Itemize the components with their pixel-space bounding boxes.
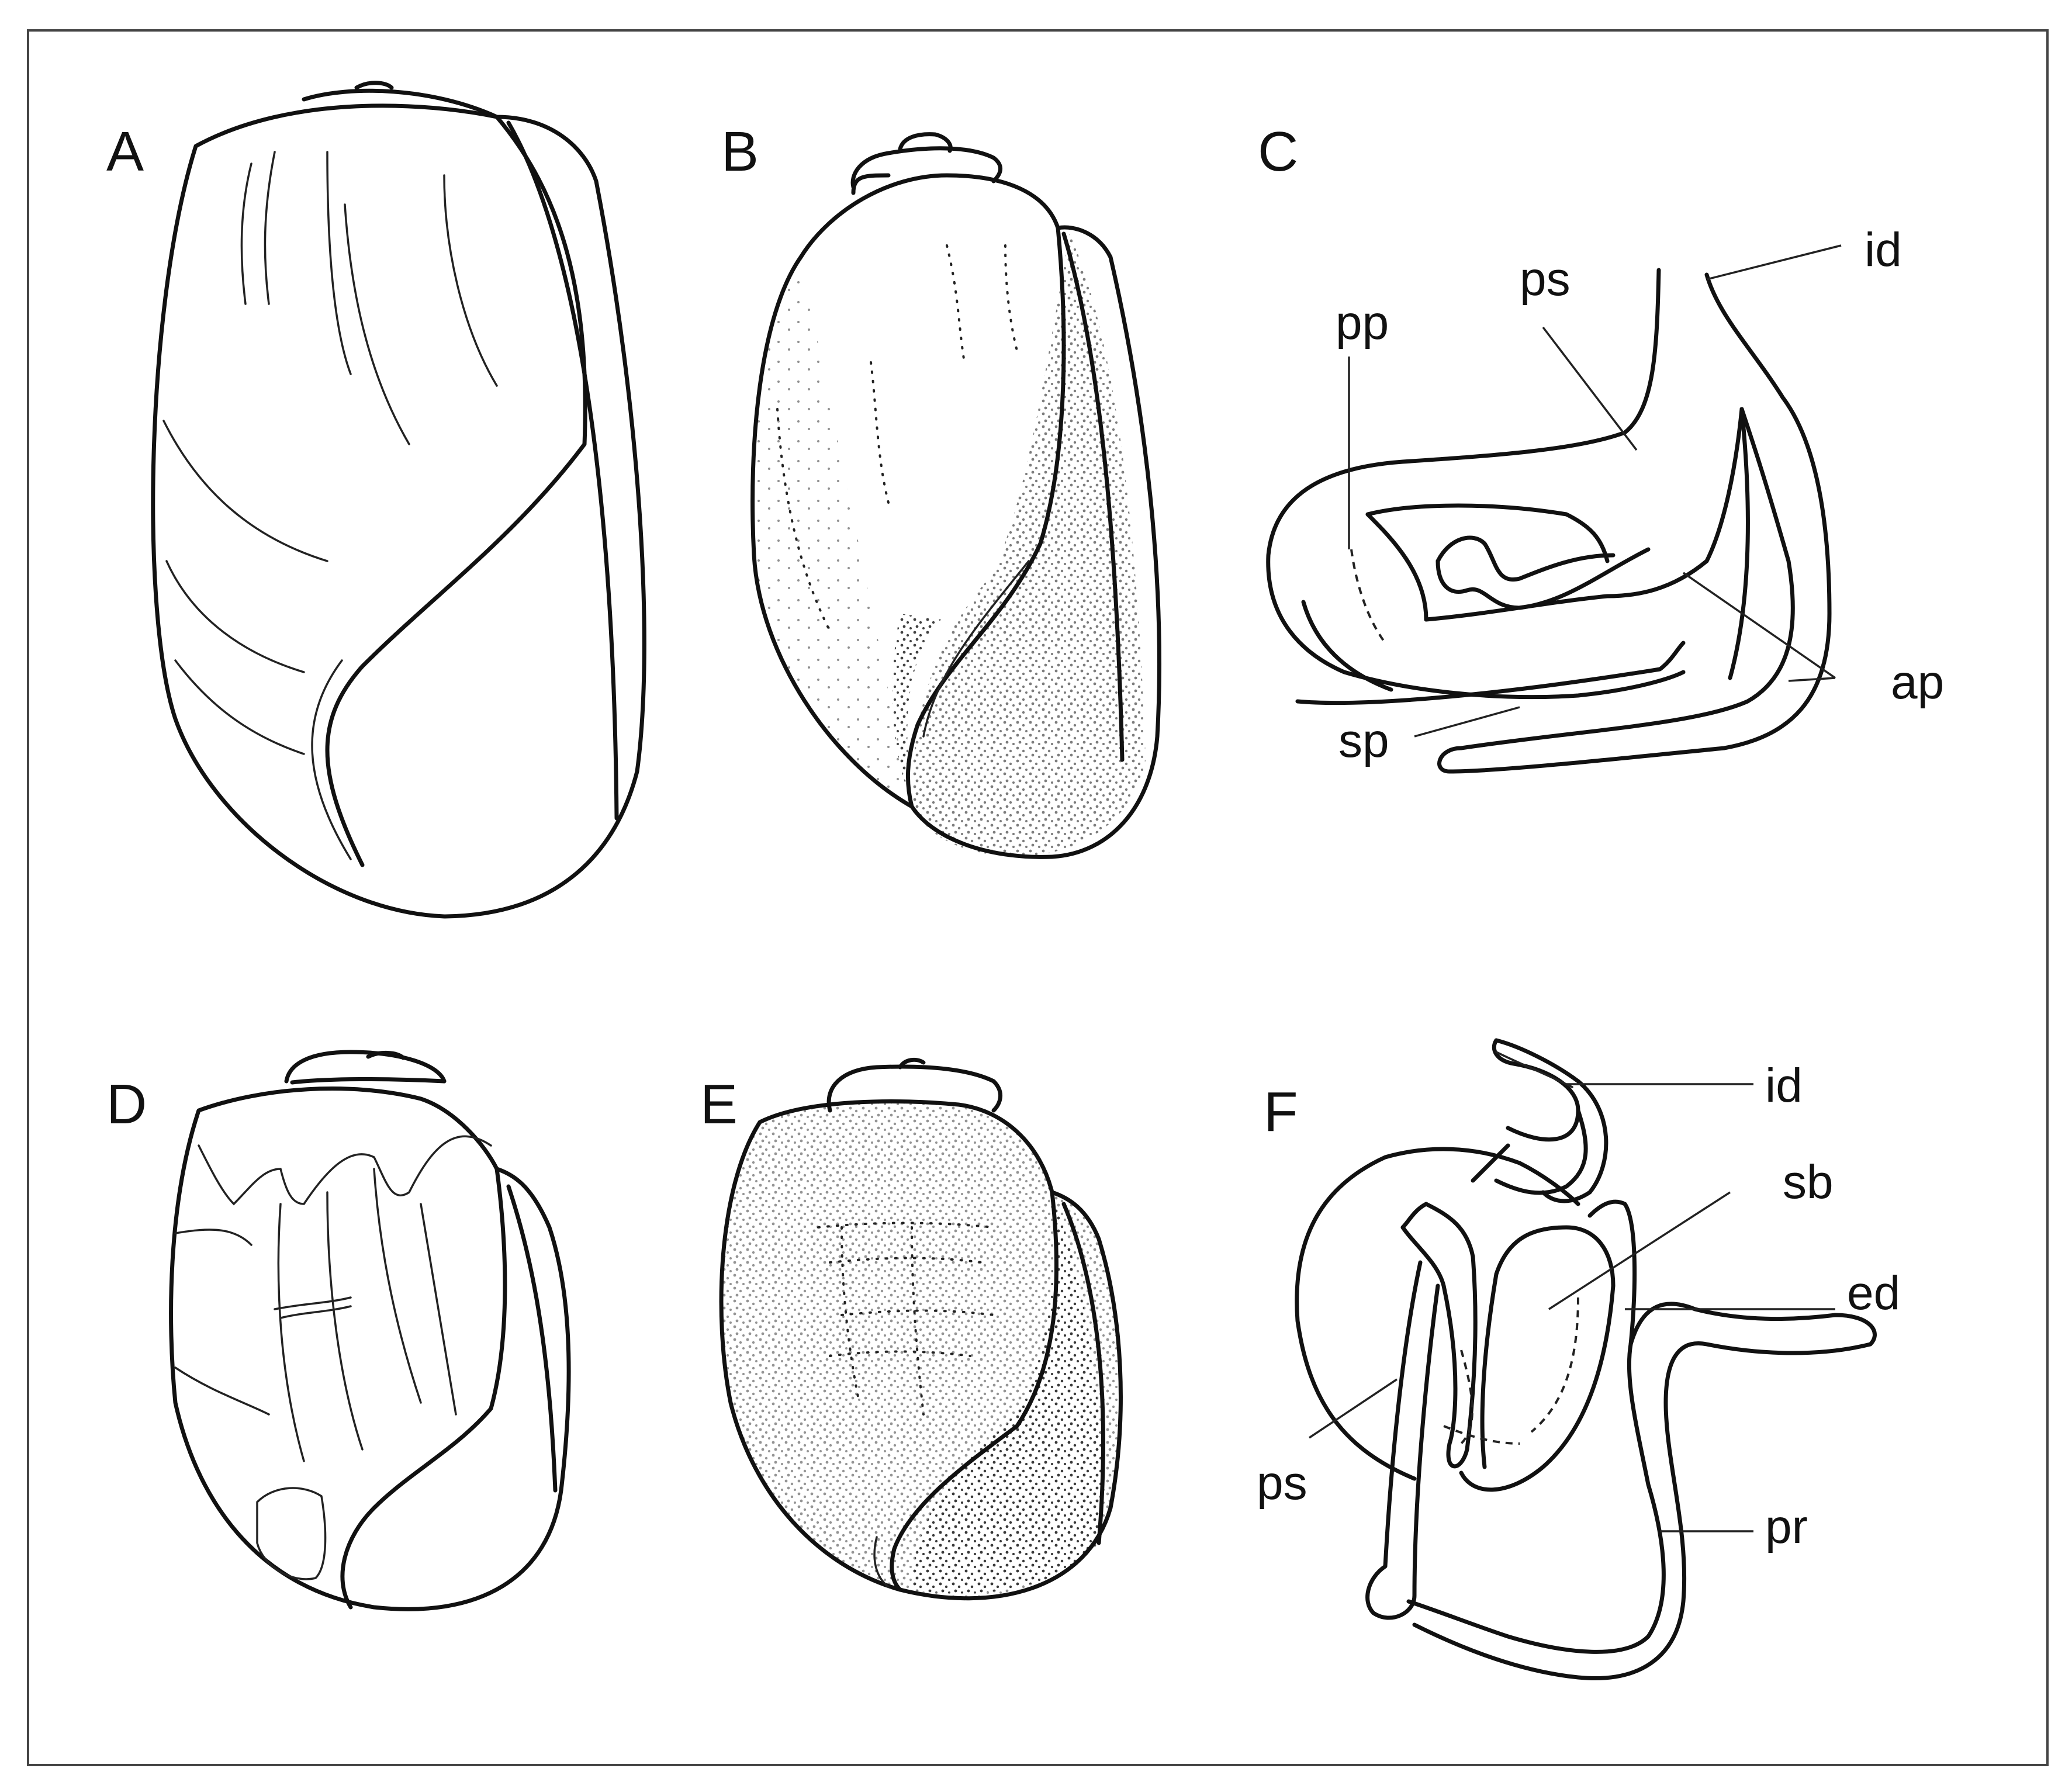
panel-letter-e: E	[700, 1073, 738, 1136]
label-c-ps: ps	[1520, 252, 1571, 306]
label-f-ed: ed	[1847, 1267, 1900, 1320]
shell-drawing-a	[151, 81, 646, 919]
leader-c-sp	[1414, 706, 1520, 738]
leader-f-sb	[1548, 1191, 1731, 1310]
anatomy-diagram-c	[1266, 268, 1832, 774]
plate-frame	[27, 29, 2049, 1766]
panel-letter-a: A	[106, 120, 144, 183]
label-f-pr: pr	[1765, 1500, 1808, 1553]
leader-f-ps	[1309, 1378, 1398, 1439]
shell-drawing-e	[719, 1057, 1123, 1601]
panel-letter-b: B	[721, 120, 759, 183]
leader-c-ap-2	[1788, 677, 1836, 682]
label-c-ap: ap	[1891, 656, 1944, 709]
label-c-pp: pp	[1336, 296, 1389, 350]
panel-letter-d: D	[106, 1073, 147, 1136]
leader-c-ps	[1542, 326, 1638, 451]
shell-drawing-b	[750, 132, 1161, 859]
label-c-id: id	[1865, 223, 1902, 276]
shell-drawing-d	[169, 1050, 571, 1611]
label-f-sb: sb	[1783, 1155, 1834, 1209]
leader-c-id	[1706, 244, 1842, 281]
label-c-sp: sp	[1338, 714, 1389, 767]
label-f-ps: ps	[1257, 1456, 1307, 1510]
panel-letter-c: C	[1258, 120, 1298, 183]
leader-c-ap-1	[1683, 572, 1836, 679]
label-f-id: id	[1765, 1059, 1803, 1112]
panel-letter-f: F	[1264, 1081, 1298, 1143]
anatomy-diagram-f	[1295, 1038, 1877, 1680]
